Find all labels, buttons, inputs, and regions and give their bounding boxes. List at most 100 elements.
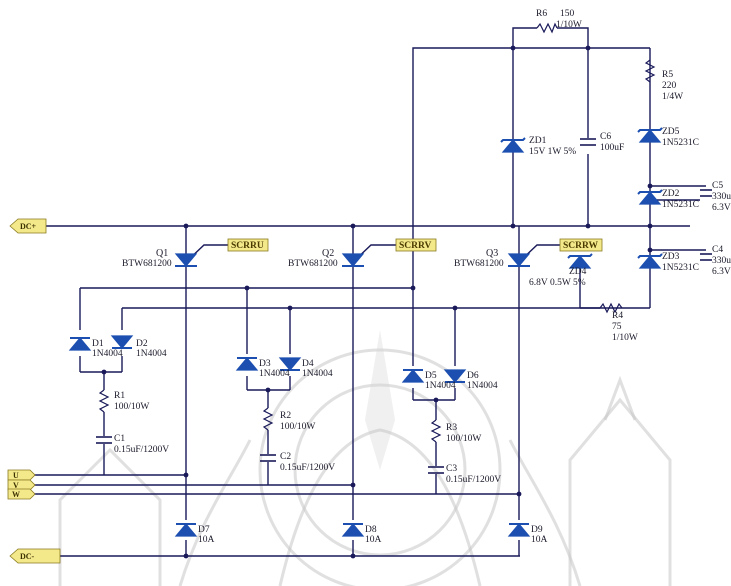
r4-rating: 1/10W — [612, 333, 638, 343]
diode-d6 — [443, 369, 467, 383]
resistor-r3 — [430, 419, 442, 443]
junctions — [101, 45, 653, 559]
zd4-value: 6.8V 0.5W 5% — [529, 278, 586, 288]
capacitor-c1 — [96, 436, 112, 444]
gate-tag-scrru: SCRRU — [227, 238, 269, 252]
c5-value: 330u — [712, 192, 731, 202]
zener-zd3 — [637, 253, 663, 269]
diode-d4 — [278, 357, 302, 371]
d7-ref: D7 — [198, 525, 210, 535]
d9-ref: D9 — [531, 525, 543, 535]
c5-voltage: 6.3V — [712, 203, 731, 213]
component-labels: Q1 BTW681200 Q2 BTW681200 Q3 BTW681200 D… — [92, 9, 731, 545]
svg-text:W: W — [12, 490, 20, 499]
q3-part: BTW681200 — [454, 259, 504, 269]
c3-value: 0.15uF/1200V — [446, 475, 501, 485]
c4-value: 330u — [712, 256, 731, 266]
svg-text:SCRRV: SCRRV — [399, 241, 432, 251]
d9-part: 10A — [531, 535, 548, 545]
r3-ref: R3 — [446, 423, 457, 433]
d6-ref: D6 — [467, 371, 479, 381]
c1-value: 0.15uF/1200V — [114, 445, 169, 455]
svg-text:DC-: DC- — [20, 552, 35, 561]
svg-text:SCRRW: SCRRW — [563, 241, 599, 251]
diode-d5 — [401, 369, 425, 383]
c4-voltage: 6.3V — [712, 267, 731, 277]
r4-value: 75 — [612, 322, 622, 332]
d2-ref: D2 — [136, 339, 148, 349]
d5-part: 1N4004 — [425, 381, 456, 391]
thyristor-q1 — [174, 253, 198, 267]
d5-ref: D5 — [425, 371, 437, 381]
d8-ref: D8 — [365, 525, 377, 535]
d3-part: 1N4004 — [259, 369, 290, 379]
capacitor-c5 — [700, 189, 712, 197]
d8-part: 10A — [365, 535, 382, 545]
port-u: U — [7, 469, 36, 481]
r6-rating: 1/10W — [556, 20, 582, 30]
d3-ref: D3 — [259, 359, 271, 369]
d4-ref: D4 — [302, 359, 314, 369]
diode-d9 — [507, 523, 531, 537]
r6-value: 150 — [560, 9, 575, 19]
watermark-emblem — [58, 330, 672, 586]
zener-zd1 — [500, 137, 526, 153]
svg-text:U: U — [13, 471, 19, 480]
c3-ref: C3 — [446, 464, 457, 474]
c1-ref: C1 — [114, 434, 125, 444]
d6-part: 1N4004 — [467, 381, 498, 391]
port-dc-minus: DC- — [9, 548, 61, 564]
q1-part: BTW681200 — [122, 259, 172, 269]
c2-ref: C2 — [280, 452, 291, 462]
r6-ref: R6 — [536, 9, 547, 19]
gate-tag-scrrv: SCRRV — [395, 238, 437, 252]
d7-part: 10A — [198, 535, 215, 545]
resistor-r4 — [599, 302, 623, 314]
svg-text:DC+: DC+ — [20, 222, 37, 231]
diode-d3 — [235, 357, 259, 371]
zd5-ref: ZD5 — [662, 127, 680, 137]
r5-rating: 1/4W — [662, 92, 683, 102]
d4-part: 1N4004 — [302, 369, 333, 379]
r3-value: 100/10W — [446, 434, 481, 444]
d1-part: 1N4004 — [92, 349, 123, 359]
c2-value: 0.15uF/1200V — [280, 463, 335, 473]
c6-value: 100uF — [600, 143, 624, 153]
resistor-r6 — [536, 22, 558, 34]
capacitor-c3 — [428, 466, 444, 474]
diode-d8 — [341, 523, 365, 537]
zd3-value: 1N5231C — [662, 263, 699, 273]
zd2-ref: ZD2 — [662, 189, 680, 199]
thyristor-q2 — [341, 253, 365, 267]
zd5-value: 1N5231C — [662, 138, 699, 148]
c5-ref: C5 — [712, 181, 723, 191]
zd2-value: 1N5231C — [662, 200, 699, 210]
r1-ref: R1 — [114, 391, 125, 401]
resistor-r1 — [98, 389, 110, 413]
diode-d1 — [68, 337, 92, 351]
zener-zd5 — [637, 127, 663, 143]
port-w: W — [7, 488, 36, 500]
zd4-ref: ZD4 — [569, 267, 587, 277]
zd3-ref: ZD3 — [662, 252, 680, 262]
r2-value: 100/10W — [280, 422, 315, 432]
gate-tag-scrrw: SCRRW — [559, 238, 603, 252]
diode-d7 — [174, 523, 198, 537]
q2-ref: Q2 — [322, 248, 334, 259]
port-dc-plus: DC+ — [9, 218, 47, 234]
capacitor-c2 — [260, 454, 276, 462]
svg-text:SCRRU: SCRRU — [231, 241, 264, 251]
zener-zd2 — [637, 189, 663, 205]
q2-part: BTW681200 — [288, 259, 338, 269]
thyristor-q3 — [507, 253, 531, 267]
r5-value: 220 — [662, 81, 677, 91]
r2-ref: R2 — [280, 411, 291, 421]
r4-ref: R4 — [612, 311, 623, 321]
zd1-ref: ZD1 — [529, 136, 547, 146]
svg-text:V: V — [13, 481, 19, 490]
resistor-r2 — [262, 407, 274, 431]
port-v: V — [7, 479, 36, 491]
d1-ref: D1 — [92, 339, 104, 349]
c6-ref: C6 — [600, 132, 611, 142]
